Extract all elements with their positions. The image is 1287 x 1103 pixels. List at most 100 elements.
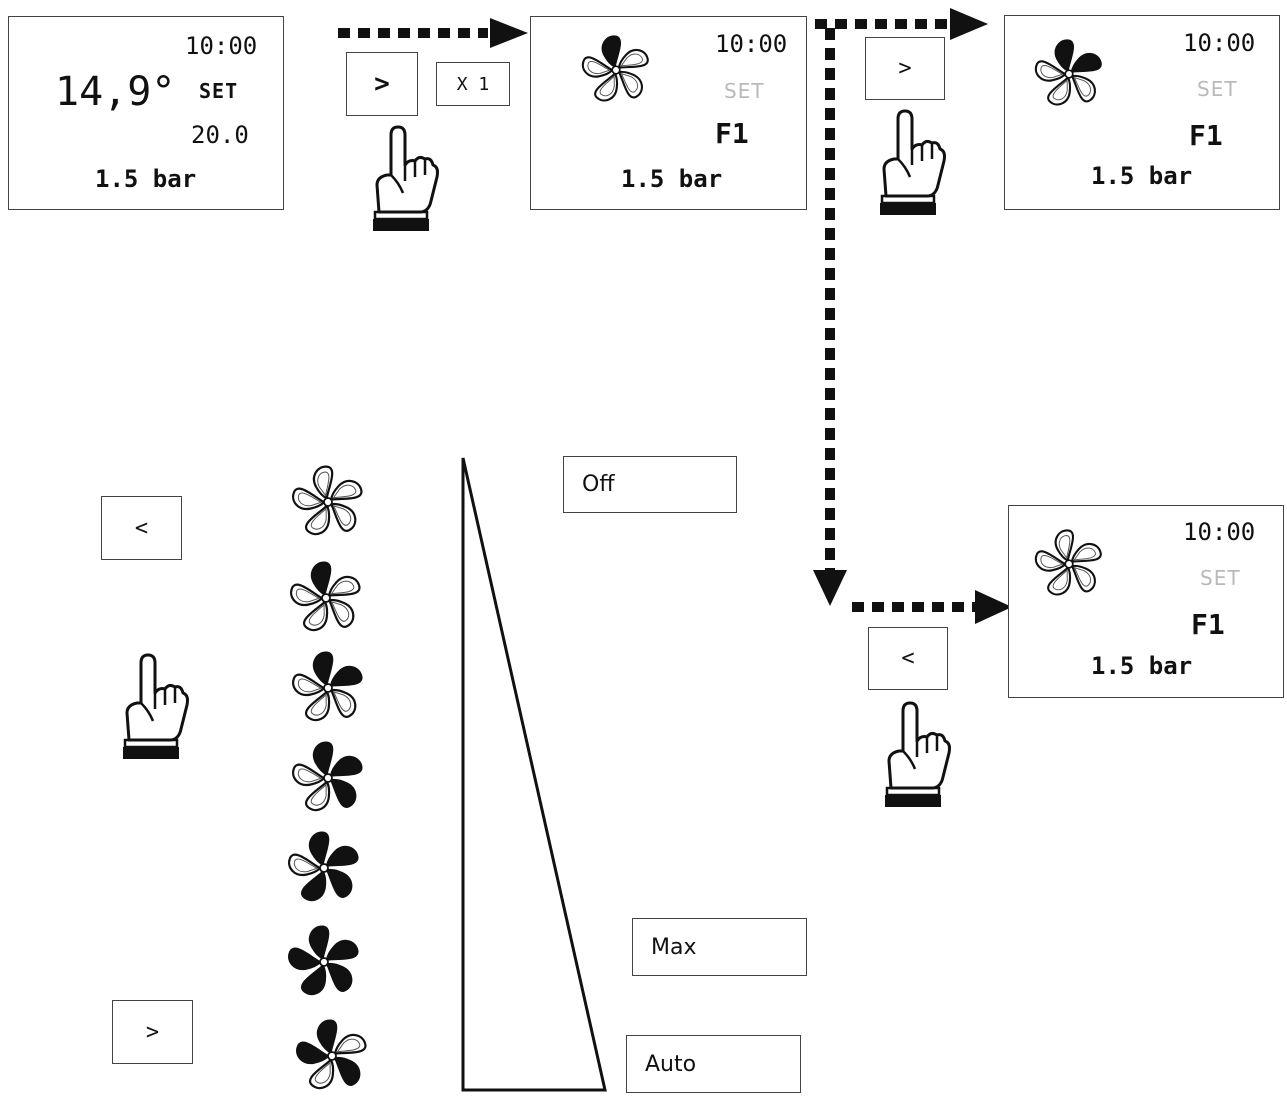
- pointing-hand-icon: [878, 109, 946, 217]
- fan-blade: [325, 962, 353, 992]
- set-label: SET: [1200, 566, 1241, 590]
- fan-blade: [1054, 529, 1075, 562]
- fan-speed-icon: [292, 465, 363, 536]
- press-count-badge: X 1: [436, 62, 510, 106]
- next-button[interactable]: >: [112, 1000, 193, 1064]
- fan-blade: [308, 831, 330, 866]
- fan-blade-outline: [297, 492, 323, 507]
- fan-blade: [329, 688, 357, 718]
- fan-mode-readout: F1: [1189, 119, 1223, 152]
- fan-blade: [310, 561, 332, 596]
- fan-blade-outline: [295, 588, 321, 603]
- fan-blade: [1070, 52, 1102, 73]
- fan-blade: [1070, 564, 1096, 593]
- screen-fan-f1: 10:00 SET F1 1.5 bar: [530, 16, 807, 210]
- fan-blade: [312, 741, 334, 776]
- fan-blade: [325, 939, 359, 961]
- time-readout: 10:00: [185, 32, 258, 60]
- fan-blade: [316, 1019, 338, 1054]
- fan-blade: [301, 870, 327, 902]
- pointing-hand-icon: [883, 701, 951, 809]
- fan-blade-outline: [330, 580, 355, 595]
- fan-blade-outline: [332, 691, 352, 712]
- fan-blade-outline: [1073, 76, 1092, 97]
- fan-mode-readout: F1: [715, 117, 749, 150]
- fan-blade-outline: [587, 61, 611, 75]
- fan-blade: [333, 1056, 361, 1086]
- arrow-head-4: [975, 590, 1012, 624]
- fan-hub: [323, 497, 333, 507]
- fan-blade: [617, 70, 643, 99]
- arrow-head-3: [813, 570, 847, 606]
- fan-blade-outline: [297, 768, 323, 783]
- speed-ramp: [461, 457, 607, 1092]
- fan-speed-icon: [288, 925, 359, 996]
- fan-blade-outline: [314, 1061, 331, 1084]
- set-label: SET: [199, 79, 239, 103]
- fan-blade-outline: [1052, 569, 1068, 591]
- fan-icon: [581, 35, 649, 102]
- fan-hub: [321, 593, 331, 603]
- fan-blade: [325, 845, 359, 867]
- fan-blade-outline: [293, 858, 319, 873]
- fan-blade-outline: [336, 1038, 361, 1053]
- arrow-head-2: [950, 8, 988, 40]
- fan-blade-outline: [620, 72, 639, 93]
- fan-blade-outline: [310, 783, 327, 806]
- fan-blade-outline: [1073, 547, 1096, 561]
- fan-blade: [327, 575, 361, 597]
- pressure-readout: 1.5 bar: [1091, 162, 1193, 190]
- prev-button[interactable]: <: [101, 496, 182, 560]
- fan-blade: [312, 651, 334, 686]
- fan-blade-outline: [1073, 566, 1092, 587]
- fan-blade-outline: [317, 471, 330, 497]
- fan-speed-icon: [290, 561, 361, 632]
- fan-blade: [601, 35, 622, 68]
- fan-blade: [296, 1041, 330, 1065]
- fan-blade: [329, 755, 363, 777]
- fan-hub: [323, 773, 333, 783]
- fan-blade-outline: [620, 53, 643, 67]
- fan-icon: [1034, 529, 1102, 596]
- fan-blade: [325, 868, 353, 898]
- fan-blade: [329, 502, 357, 532]
- fan-blade-outline: [310, 693, 327, 716]
- fan-blade: [312, 465, 334, 500]
- fan-hub: [319, 957, 329, 967]
- set-label: SET: [1197, 77, 1238, 101]
- speed-label-off: Off: [563, 456, 737, 513]
- speed-label-auto: Auto: [626, 1035, 801, 1093]
- fan-blade-outline: [297, 678, 323, 693]
- fan-hub: [1064, 559, 1074, 569]
- fan-hub: [327, 1051, 337, 1061]
- fan-blade: [1070, 74, 1096, 103]
- fan-speed-icon: [292, 651, 363, 722]
- fan-blade: [329, 778, 357, 808]
- screen-fan-f2: 10:00 SET F1 1.5 bar: [1004, 15, 1280, 210]
- fan-icon: [1034, 39, 1102, 106]
- set-value: 20.0: [191, 121, 249, 149]
- time-readout: 10:00: [1183, 518, 1256, 546]
- pointing-hand-icon: [371, 125, 439, 233]
- fan-blade-outline: [332, 484, 357, 499]
- fan-blade: [308, 925, 330, 960]
- fan-blade-outline: [332, 505, 352, 526]
- speed-label-max: Max: [632, 918, 807, 976]
- fan-blade: [288, 947, 322, 971]
- fan-blade: [617, 48, 649, 69]
- prev-button[interactable]: <: [868, 627, 948, 690]
- next-button[interactable]: >: [346, 52, 418, 116]
- fan-blade-outline: [1052, 79, 1068, 101]
- time-readout: 10:00: [715, 30, 788, 58]
- temperature-readout: 14,9°: [55, 69, 176, 115]
- fan-blade-outline: [1040, 65, 1064, 79]
- fan-speed-icon: [292, 741, 363, 812]
- fan-blade: [1054, 39, 1075, 72]
- fan-hub: [1064, 69, 1074, 79]
- pressure-readout: 1.5 bar: [1091, 652, 1193, 680]
- screen-fan-off: 10:00 SET F1 1.5 bar: [1008, 505, 1284, 698]
- set-label: SET: [724, 79, 765, 103]
- next-button[interactable]: >: [865, 37, 945, 100]
- fan-blade-outline: [310, 507, 327, 530]
